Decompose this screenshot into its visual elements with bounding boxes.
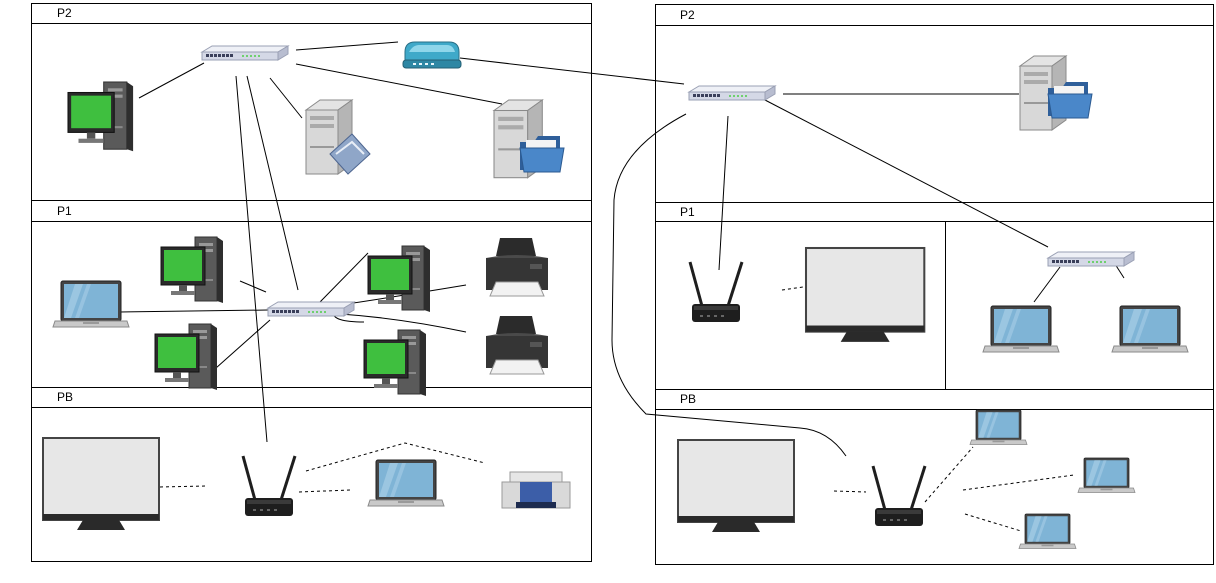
network-switch-icon[interactable] [1047,251,1135,267]
link-line [305,442,486,472]
right-floor-label-p2: P2 [680,8,695,22]
link-line [781,286,804,291]
link-line [924,446,974,503]
link-line [119,309,269,313]
link-line [269,77,303,119]
file-server-icon[interactable] [1019,55,1093,131]
link-line [962,474,1075,491]
laptop-icon[interactable] [52,280,130,328]
link-line [298,489,351,493]
left-floor-label-p1: P1 [57,204,72,218]
desktop-computer-icon[interactable] [154,323,218,391]
link-line [1033,266,1061,303]
desktop-computer-icon[interactable] [363,329,427,397]
link-line [459,57,685,85]
left-floor-label-pb: PB [57,390,73,404]
mail-server-icon[interactable] [305,99,371,175]
wifi-router-icon[interactable] [688,260,744,324]
link-line [295,41,399,51]
laptop-icon[interactable] [1077,457,1136,493]
printer-icon[interactable] [485,315,549,375]
wifi-router-icon[interactable] [241,454,297,518]
right-building: P2 P1 PB [655,4,1214,565]
wall-screen-icon [677,439,795,533]
laptop-icon[interactable] [982,305,1060,353]
network-switch-icon[interactable] [201,45,289,61]
wifi-router-icon[interactable] [871,464,927,528]
link-line [319,252,369,303]
right-floor-label-pb: PB [680,392,696,406]
link-line [295,63,503,105]
link-line [339,313,467,333]
laptop-icon[interactable] [1018,513,1077,549]
left-building: P2 P1 PB [31,3,592,562]
link-line [833,490,867,493]
laptop-icon[interactable] [969,409,1028,445]
desktop-computer-icon[interactable] [67,81,134,152]
link-line [138,62,205,99]
desktop-computer-icon[interactable] [160,236,224,304]
printer-icon[interactable] [501,471,571,509]
network-switch-icon[interactable] [688,85,776,101]
left-building-frame [31,3,592,562]
link-line [718,115,729,271]
link-line [611,113,847,457]
link-line [215,319,271,369]
wall-screen-icon [42,437,160,531]
laptop-icon[interactable] [367,459,445,507]
link-line [964,513,1022,532]
printer-icon[interactable] [485,237,549,297]
file-server-icon[interactable] [493,99,565,179]
right-floor-label-p1: P1 [680,205,695,219]
link-line [246,75,299,291]
wall-screen-icon [804,246,926,343]
modem-icon[interactable] [402,41,462,69]
laptop-icon[interactable] [1111,305,1189,353]
connections [119,41,1125,532]
link-line [239,280,267,293]
left-floor-label-p2: P2 [57,6,72,20]
link-line [764,99,1049,248]
link-line [235,75,268,443]
desktop-computer-icon[interactable] [367,245,431,313]
link-line [159,485,208,488]
network-switch-icon[interactable] [267,301,355,317]
right-building-frame [655,4,1214,565]
